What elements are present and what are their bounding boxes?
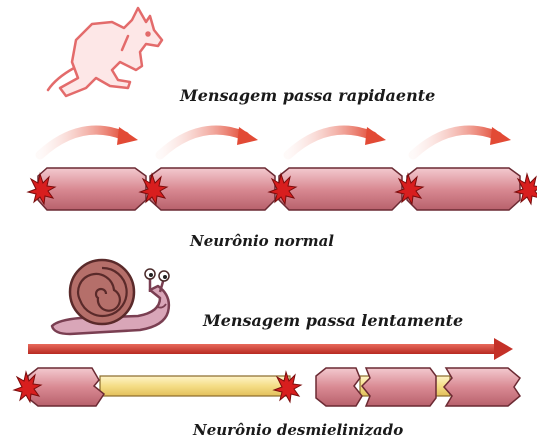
jump-arrow bbox=[288, 127, 386, 155]
normal-neuron-caption: Neurônio normal bbox=[190, 232, 334, 250]
myelin-segment bbox=[316, 368, 362, 406]
jump-arrow bbox=[160, 127, 258, 155]
myelin-segment bbox=[407, 168, 520, 210]
myelin-segment bbox=[279, 168, 402, 210]
myelin-segment bbox=[150, 168, 275, 210]
myelin-segment bbox=[362, 368, 436, 406]
kangaroo-icon bbox=[48, 8, 162, 96]
snail-icon bbox=[52, 260, 169, 334]
demyelinated-neuron bbox=[14, 368, 520, 406]
myelin-segment bbox=[444, 368, 520, 406]
slow-message-caption: Mensagem passa lentamente bbox=[203, 311, 463, 330]
slow-impulse-arrow bbox=[28, 338, 513, 360]
demyelinated-neuron-caption: Neurônio desmielinizado bbox=[193, 421, 403, 439]
normal-neuron bbox=[28, 168, 537, 210]
jump-arrow bbox=[40, 127, 138, 155]
fast-impulse-arrows bbox=[40, 127, 511, 155]
myelin-segment bbox=[38, 168, 146, 210]
myelin-segment bbox=[28, 368, 104, 406]
jump-arrow bbox=[413, 127, 511, 155]
fast-message-caption: Mensagem passa rapidaente bbox=[180, 86, 435, 105]
